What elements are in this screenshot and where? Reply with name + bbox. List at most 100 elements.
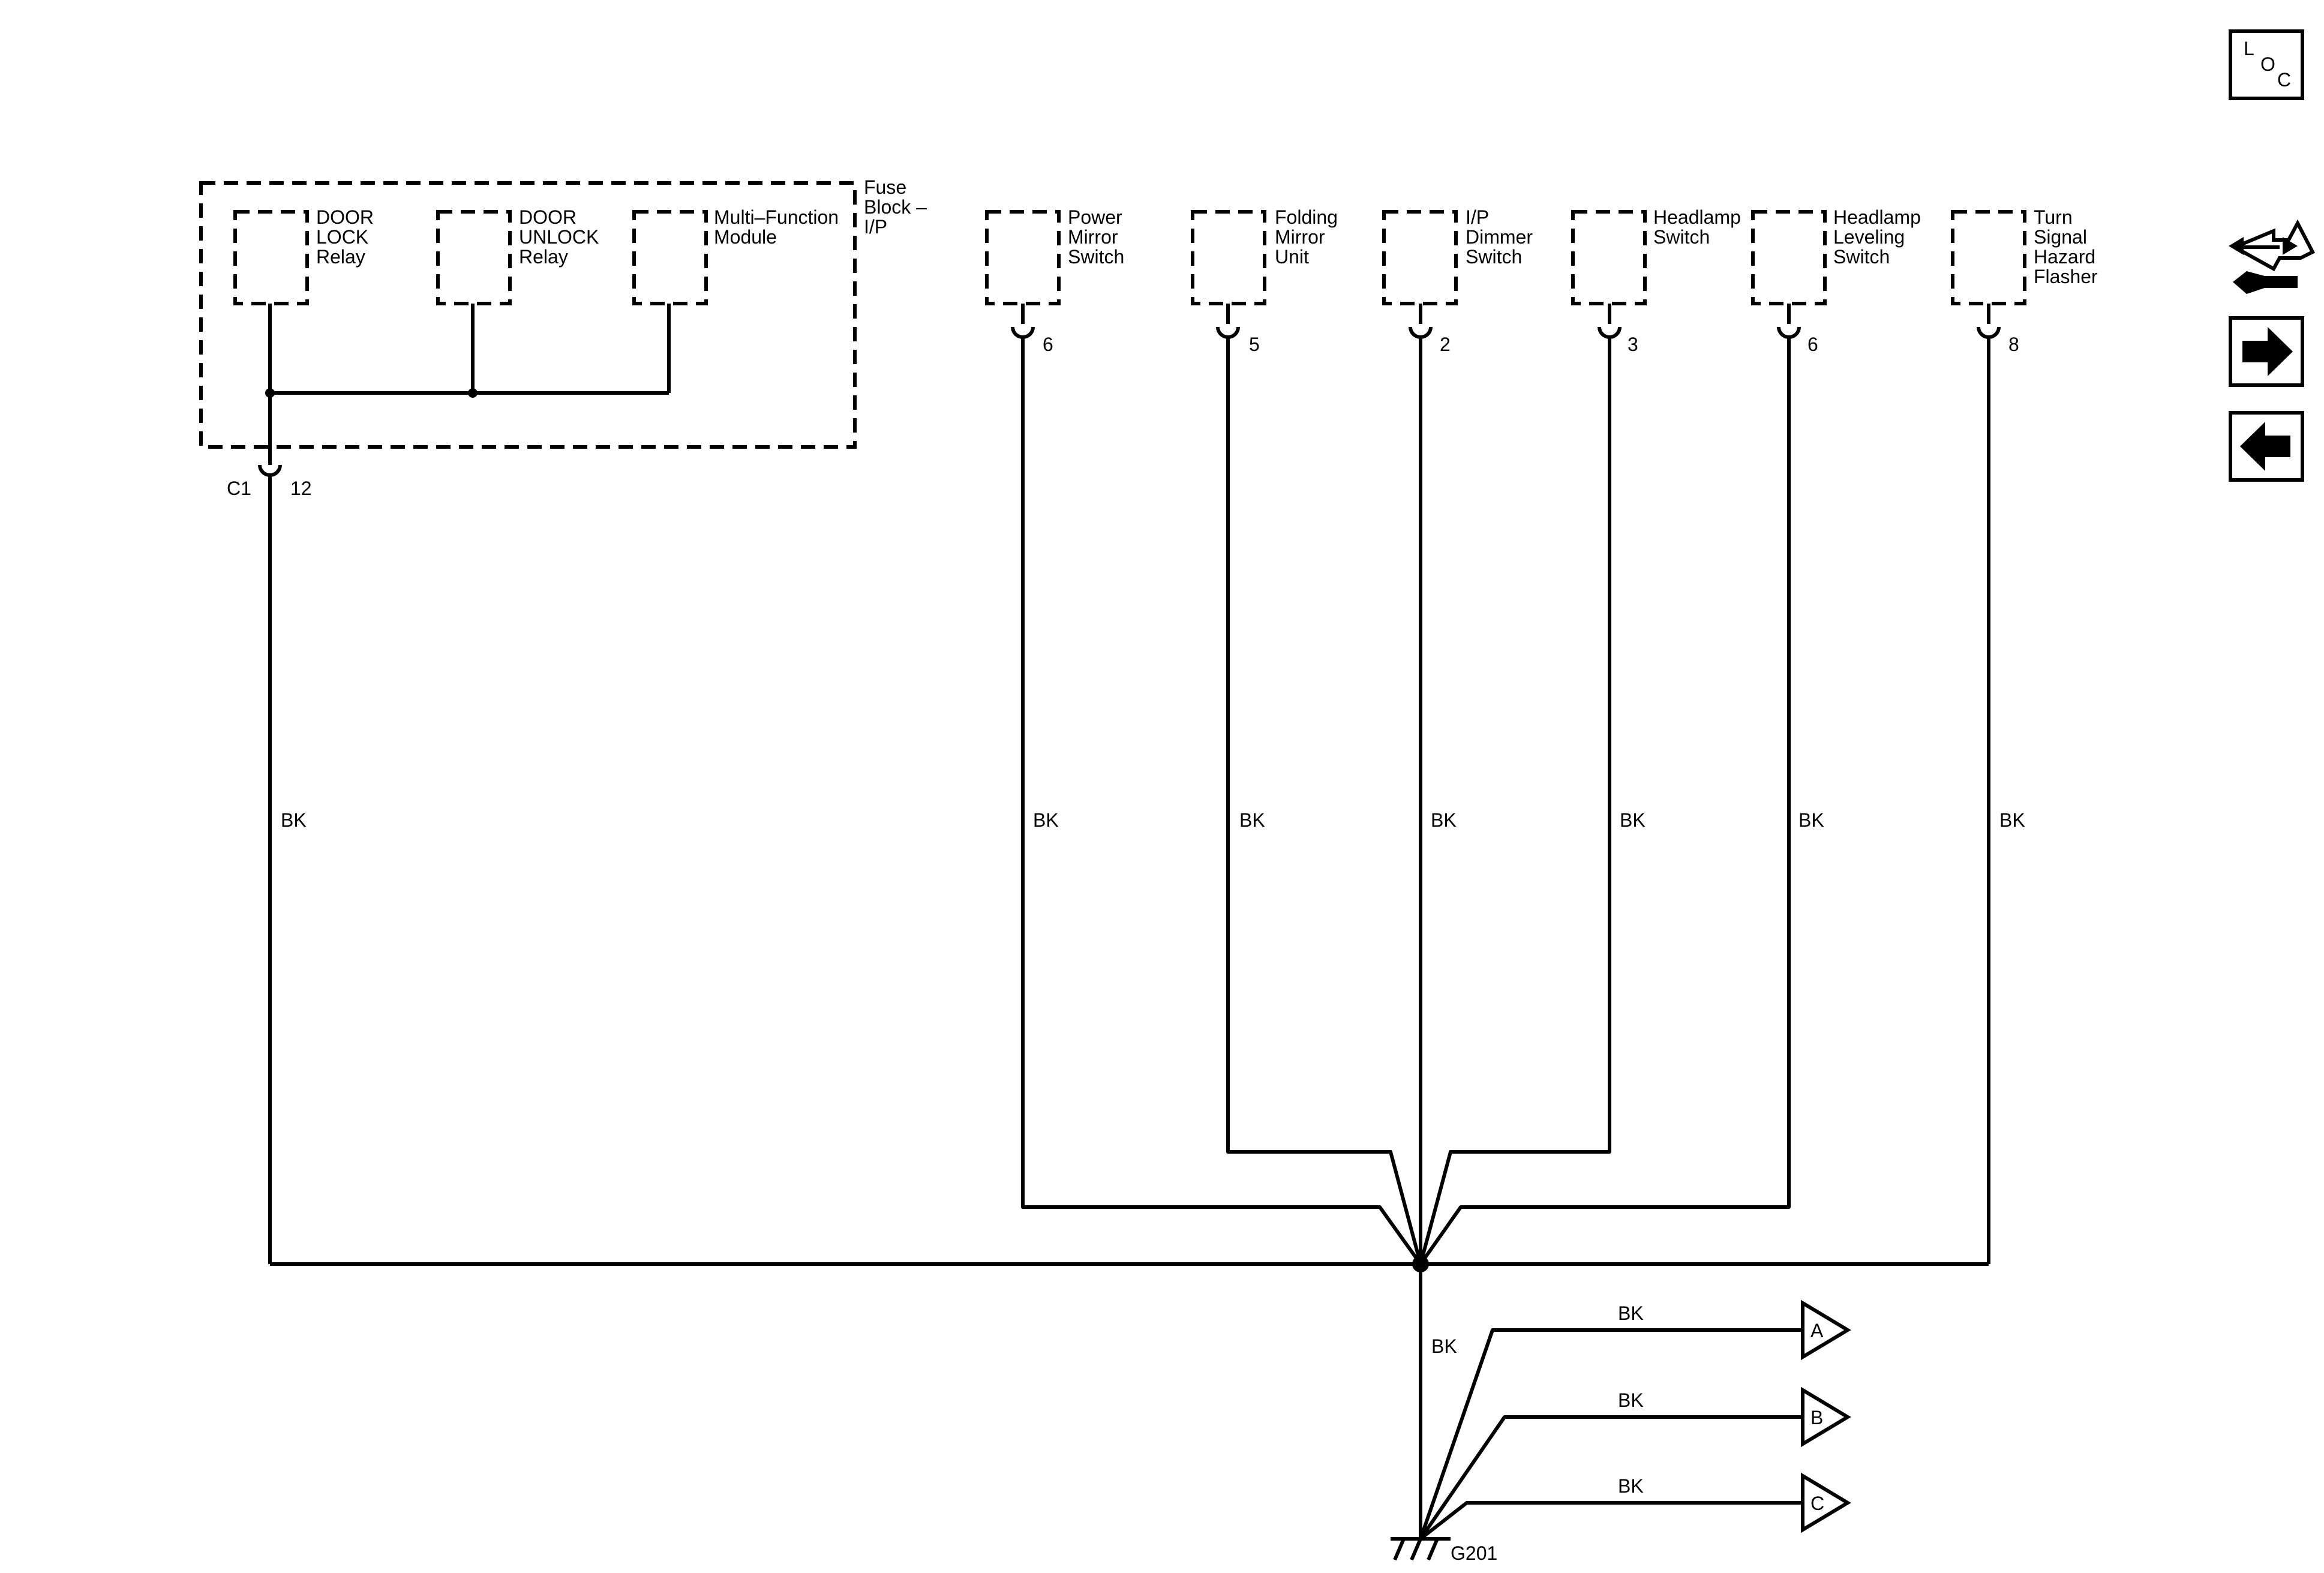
- terminal-symbol: [1409, 326, 1433, 339]
- turn-signal-hazard-flasher-label-2: Signal: [2034, 226, 2087, 248]
- headlamp-switch-wire-color: BK: [1620, 809, 1646, 831]
- loc-letter-o: O: [2260, 53, 2275, 75]
- ip-dimmer-switch-label-3: Switch: [1466, 246, 1522, 268]
- connector-c1-id: C1: [227, 478, 251, 499]
- connector-harness-icon[interactable]: [2229, 219, 2316, 294]
- arrow-left-icon: [2240, 422, 2290, 471]
- splice-dot: [265, 388, 275, 398]
- fuse-block: Fuse Block – I/P DOOR LOCK Relay DOOR UN…: [199, 176, 927, 499]
- multi-function-module-label-2: Module: [714, 226, 777, 248]
- ground-branch-b: B BK: [1419, 1386, 1851, 1540]
- folding-mirror-unit-wire-color: BK: [1239, 809, 1265, 831]
- power-mirror-switch-label-1: Power: [1068, 206, 1122, 228]
- door-lock-relay-label-3: Relay: [316, 246, 365, 268]
- ground-branch-b-wire: [1419, 1415, 1803, 1540]
- connector-harness-arrow-right: [2283, 237, 2298, 255]
- fuse-block-internal-wiring: [268, 304, 671, 447]
- door-unlock-relay-box: [436, 210, 512, 305]
- loc-letter-c: C: [2277, 69, 2291, 91]
- door-lock-relay-label-1: DOOR: [316, 206, 374, 228]
- turn-signal-hazard-flasher-label-1: Turn: [2034, 206, 2073, 228]
- ground-g201-label: G201: [1451, 1542, 1497, 1564]
- turn-signal-hazard-flasher-pin: 8: [2008, 334, 2019, 355]
- ground-branch-b-wire-color: BK: [1618, 1389, 1644, 1411]
- power-mirror-switch: Power Mirror Switch 6 BK: [985, 206, 1422, 1265]
- headlamp-leveling-switch-ground-wire: [1419, 337, 1791, 1265]
- arrow-right-icon: [2242, 327, 2293, 376]
- door-unlock-relay-label-2: UNLOCK: [519, 226, 599, 248]
- component-box: [1191, 210, 1266, 305]
- previous-page-button[interactable]: [2229, 411, 2304, 482]
- off-page-connector-c: [1801, 1472, 1851, 1533]
- multi-function-module-box: [632, 210, 708, 305]
- component-box: [1751, 210, 1827, 305]
- headlamp-switch-label-1: Headlamp: [1653, 206, 1741, 228]
- connector-c1-pin: 12: [290, 478, 312, 499]
- headlamp-leveling-switch-label-1: Headlamp: [1833, 206, 1921, 228]
- component-box: [1951, 210, 2026, 305]
- turn-signal-hazard-flasher-label-4: Flasher: [2034, 266, 2098, 287]
- headlamp-switch-ground-wire: [1419, 337, 1611, 1265]
- next-page-button[interactable]: [2229, 316, 2304, 387]
- multi-function-module: Multi–Function Module: [632, 206, 839, 305]
- ip-dimmer-switch-label-2: Dimmer: [1466, 226, 1533, 248]
- off-page-connector-c-letter: C: [1810, 1493, 1824, 1514]
- folding-mirror-unit-label-2: Mirror: [1275, 226, 1325, 248]
- location-button-frame: [2229, 29, 2304, 100]
- door-unlock-relay: DOOR UNLOCK Relay: [436, 206, 599, 305]
- ground-branch-a-wire-color: BK: [1618, 1302, 1644, 1324]
- connector-harness-arrow-left: [2229, 237, 2244, 255]
- off-page-connector-b: [1801, 1386, 1851, 1448]
- headlamp-switch-label-2: Switch: [1653, 226, 1710, 248]
- headlamp-leveling-switch-pin: 6: [1807, 334, 1818, 355]
- terminal-symbol: [1216, 326, 1240, 339]
- connector-harness-plug: [2233, 271, 2298, 294]
- folding-mirror-unit-ground-wire: [1226, 337, 1422, 1265]
- headlamp-leveling-switch-wire-color: BK: [1798, 809, 1824, 831]
- folding-mirror-unit-label-1: Folding: [1275, 206, 1338, 228]
- off-page-connector-a-letter: A: [1810, 1320, 1824, 1341]
- door-lock-relay: DOOR LOCK Relay: [233, 206, 374, 305]
- power-mirror-switch-ground-wire: [1021, 337, 1422, 1265]
- component-box: [1382, 210, 1458, 305]
- ip-dimmer-switch-wire-color: BK: [1431, 809, 1457, 831]
- loc-letter-l: L: [2244, 38, 2254, 59]
- fuse-block-label-1: Fuse: [864, 176, 906, 198]
- door-unlock-relay-label-1: DOOR: [519, 206, 577, 228]
- connector-c1-symbol: [258, 464, 282, 477]
- folding-mirror-unit-label-3: Unit: [1275, 246, 1309, 268]
- ip-dimmer-switch: I/P Dimmer Switch 2 BK: [1382, 206, 1533, 1264]
- fuse-block-outline: [199, 181, 857, 449]
- folding-mirror-unit: Folding Mirror Unit 5 BK: [1191, 206, 1422, 1265]
- ground-symbol-hatch: [1393, 1538, 1439, 1561]
- splice-dot: [468, 388, 478, 398]
- terminal-symbol: [1977, 326, 2001, 339]
- headlamp-switch-pin: 3: [1628, 334, 1638, 355]
- ground-branch-c-wire-color: BK: [1618, 1475, 1644, 1497]
- ground-trunk-wire-color: BK: [1431, 1335, 1457, 1357]
- turn-signal-hazard-flasher: Turn Signal Hazard Flasher 8 BK: [1951, 206, 2098, 1264]
- folding-mirror-unit-pin: 5: [1249, 334, 1260, 355]
- location-button[interactable]: L O C: [2229, 29, 2304, 100]
- power-mirror-switch-wire-color: BK: [1033, 809, 1059, 831]
- headlamp-leveling-switch-label-3: Switch: [1833, 246, 1890, 268]
- ground-branch-c-wire: [1419, 1501, 1803, 1541]
- ground-branch-c: C BK: [1419, 1472, 1851, 1541]
- off-page-connector-b-letter: B: [1810, 1407, 1823, 1428]
- door-lock-relay-label-2: LOCK: [316, 226, 368, 248]
- door-lock-relay-box: [233, 210, 309, 305]
- headlamp-leveling-switch: Headlamp Leveling Switch 6 BK: [1419, 206, 1921, 1265]
- component-box: [985, 210, 1061, 305]
- power-mirror-switch-label-2: Mirror: [1068, 226, 1118, 248]
- fuse-block-wire-color: BK: [281, 809, 307, 831]
- power-mirror-switch-label-3: Switch: [1068, 246, 1124, 268]
- multi-function-module-label-1: Multi–Function: [714, 206, 839, 228]
- terminal-symbol: [1777, 326, 1801, 339]
- ip-dimmer-switch-pin: 2: [1440, 334, 1451, 355]
- ground-branch-a-wire: [1419, 1328, 1803, 1539]
- component-box: [1571, 210, 1647, 305]
- ground-branch-a: A BK: [1419, 1299, 1851, 1539]
- fuse-block-label-2: Block –: [864, 196, 927, 218]
- off-page-connector-a: [1801, 1299, 1851, 1361]
